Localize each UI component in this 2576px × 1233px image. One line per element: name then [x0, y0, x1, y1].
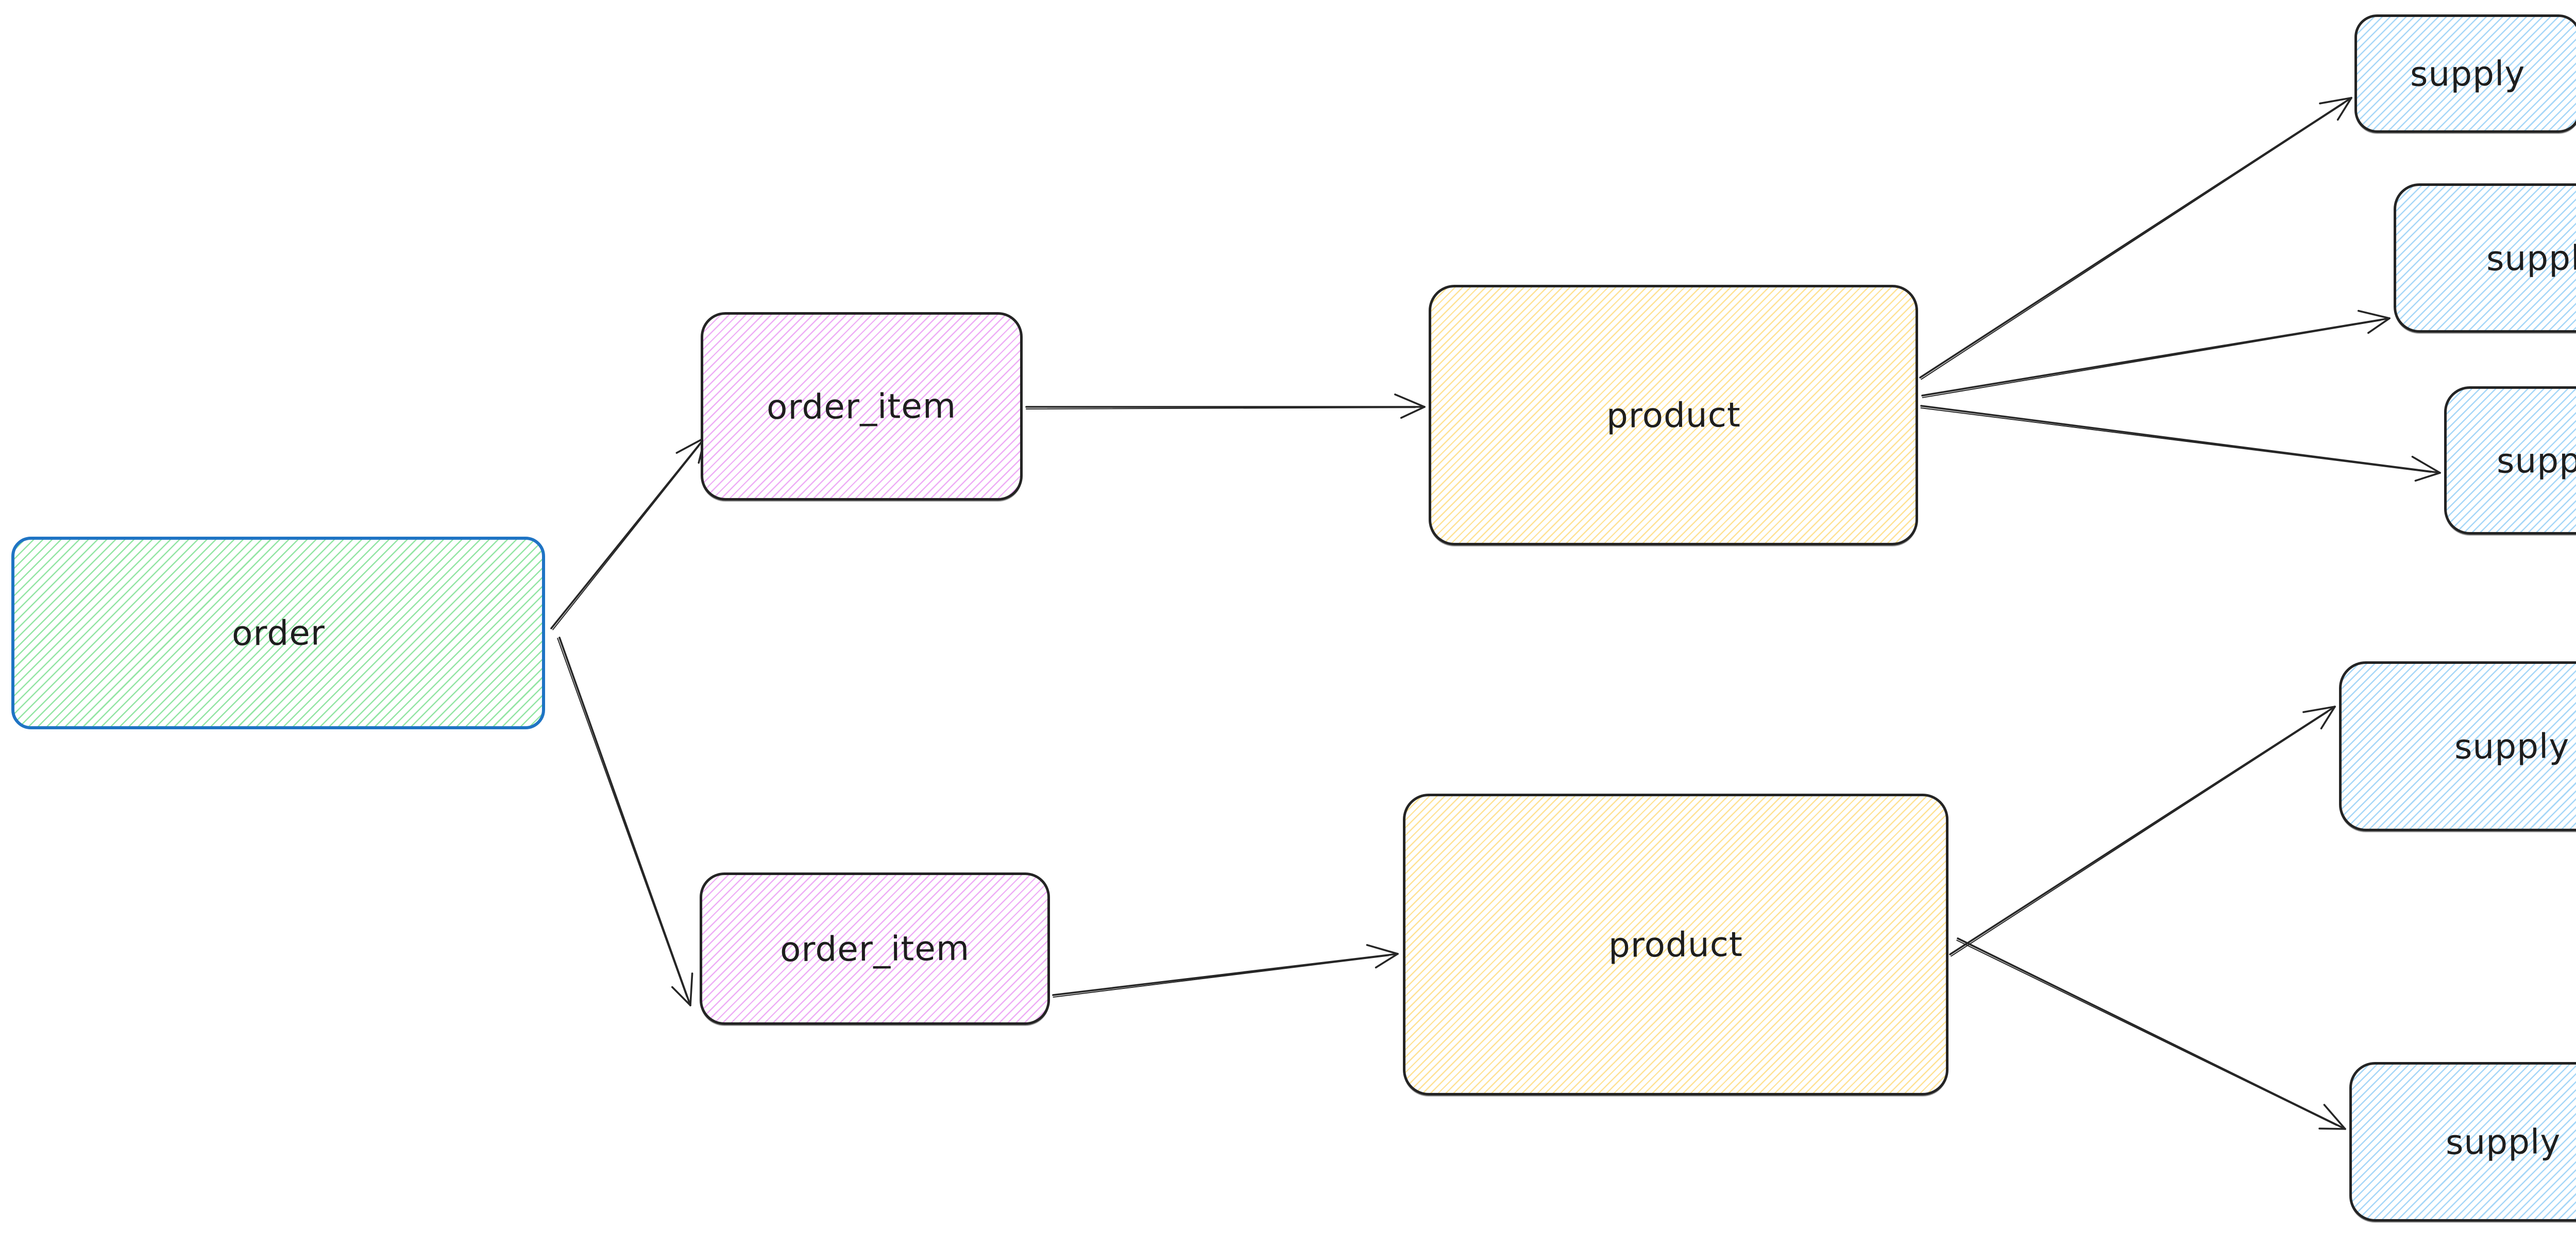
- node-label: product: [1608, 924, 1743, 965]
- node-order-item-top[interactable]: order_item: [701, 312, 1023, 501]
- node-supply-4[interactable]: supply: [2339, 661, 2576, 831]
- node-supply-3[interactable]: supply: [2444, 386, 2576, 535]
- arrow-product_top-supply_1[interactable]: [1919, 97, 2352, 380]
- node-order-item-bottom[interactable]: order_item: [700, 872, 1050, 1025]
- node-label: supply: [2486, 237, 2576, 279]
- arrow-product_bottom-supply_5[interactable]: [1956, 937, 2346, 1130]
- arrow-order_item_top-product_top[interactable]: [1025, 393, 1426, 419]
- node-product-top[interactable]: product: [1429, 285, 1918, 545]
- arrow-order-order_item_top[interactable]: [550, 437, 706, 630]
- node-product-bottom[interactable]: product: [1403, 794, 1948, 1095]
- arrow-product_top-supply_3[interactable]: [1920, 405, 2441, 482]
- node-label: supply: [2446, 1121, 2561, 1162]
- node-label: order_item: [767, 386, 957, 427]
- node-supply-2[interactable]: supply: [2394, 183, 2576, 333]
- arrow-order-order_item_bottom[interactable]: [557, 637, 693, 1006]
- node-label: supply: [2454, 726, 2570, 767]
- arrow-product_top-supply_2[interactable]: [1921, 310, 2391, 398]
- arrow-order_item_bottom-product_bottom[interactable]: [1052, 944, 1399, 998]
- node-supply-1[interactable]: supply: [2354, 14, 2576, 133]
- node-supply-5[interactable]: supply: [2349, 1062, 2576, 1222]
- node-order[interactable]: order: [11, 537, 545, 729]
- arrow-product_bottom-supply_4[interactable]: [1949, 706, 2336, 957]
- node-label: supply: [2410, 53, 2526, 94]
- node-label: order: [231, 612, 325, 654]
- node-label: product: [1606, 395, 1741, 436]
- node-label: supply: [2497, 440, 2576, 481]
- node-label: order_item: [779, 928, 970, 969]
